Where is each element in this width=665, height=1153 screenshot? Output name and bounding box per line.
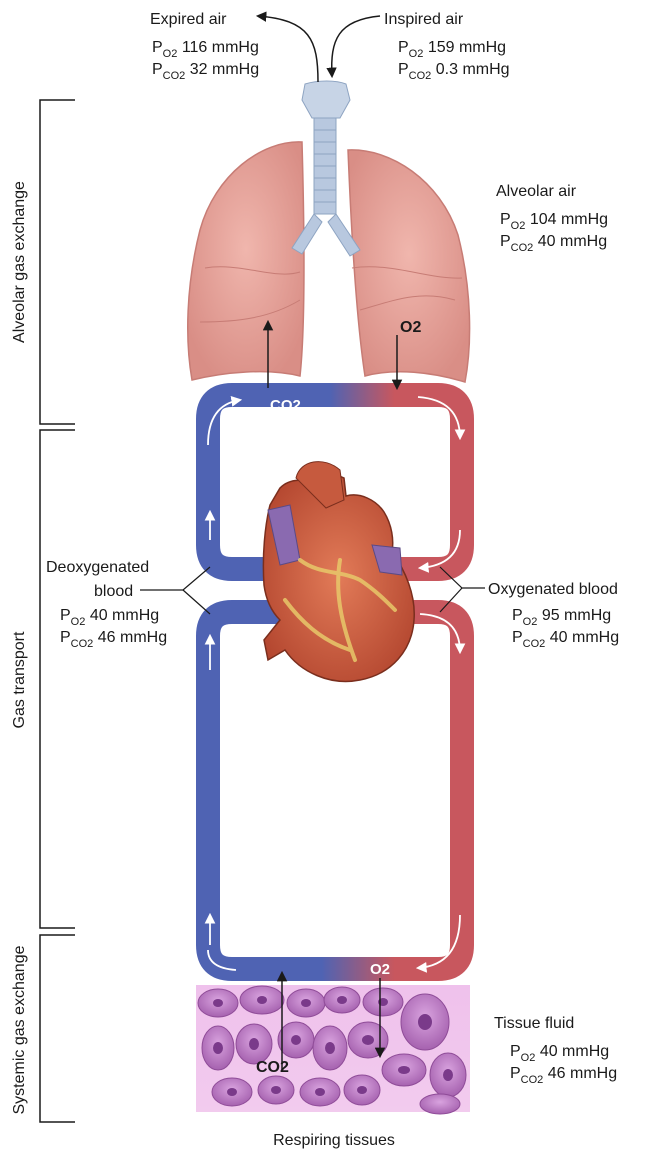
oxygenated-po2: PO2 95 mmHg (512, 607, 611, 628)
respiring-tissues-label: Respiring tissues (273, 1132, 395, 1149)
co2-label-alveolar: CO2 (270, 397, 301, 414)
heart-illustration (263, 462, 414, 682)
bracket-transport (40, 430, 75, 928)
deoxygenated-po2: PO2 40 mmHg (60, 607, 159, 628)
expired-air-label: Expired air (150, 11, 227, 28)
tissue-fluid-label: Tissue fluid (494, 1015, 574, 1032)
tissue-fluid-pco2: PCO2 46 mmHg (510, 1065, 617, 1086)
bracket-alveolar (40, 100, 75, 424)
expired-air-po2: PO2 116 mmHg (152, 39, 259, 60)
deoxygenated-label-line1: Deoxygenated (46, 559, 149, 576)
co2-label-tissue: CO2 (256, 1059, 289, 1076)
section-label-alveolar: Alveolar gas exchange (11, 181, 28, 343)
bracket-systemic (40, 935, 75, 1122)
expired-air-pco2: PCO2 32 mmHg (152, 61, 259, 82)
deoxygenated-pco2: PCO2 46 mmHg (60, 629, 167, 650)
oxygenated-pco2: PCO2 40 mmHg (512, 629, 619, 650)
inspired-air-po2: PO2 159 mmHg (398, 39, 506, 60)
alveolar-air-label: Alveolar air (496, 183, 577, 200)
o2-label-alveolar: O2 (400, 319, 421, 336)
respiring-tissues-illustration (196, 985, 470, 1114)
oxygenated-label: Oxygenated blood (488, 581, 618, 598)
o2-label-tissue: O2 (370, 961, 390, 978)
tissue-fluid-po2: PO2 40 mmHg (510, 1043, 609, 1064)
section-label-transport: Gas transport (11, 631, 28, 728)
section-label-systemic: Systemic gas exchange (11, 945, 28, 1114)
inspired-air-label: Inspired air (384, 11, 464, 28)
alveolar-air-pco2: PCO2 40 mmHg (500, 233, 607, 254)
alveolar-air-po2: PO2 104 mmHg (500, 211, 608, 232)
inspired-air-pco2: PCO2 0.3 mmHg (398, 61, 510, 82)
deoxygenated-label-line2: blood (94, 583, 133, 600)
